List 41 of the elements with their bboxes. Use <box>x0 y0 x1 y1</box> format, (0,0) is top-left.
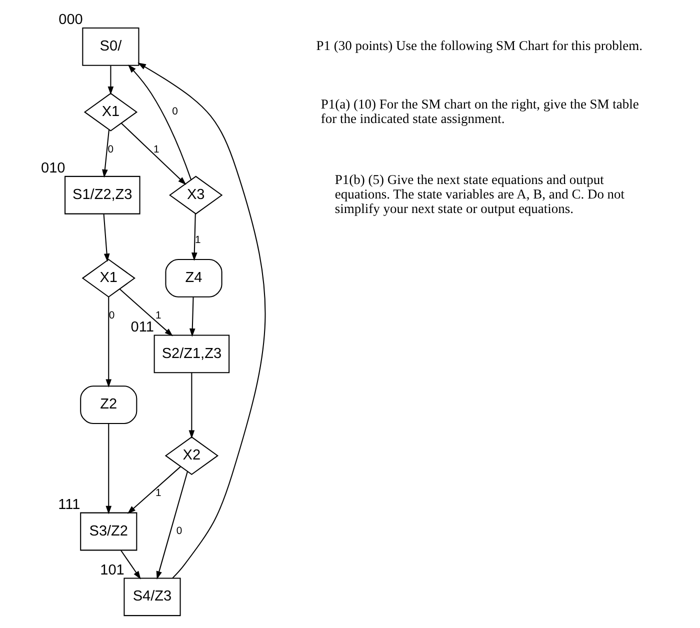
edge-label: 1 <box>156 488 162 500</box>
edge-label: 0 <box>172 106 178 118</box>
edge-label: 0 <box>108 144 114 156</box>
arrow <box>138 62 266 578</box>
label: P1(a) (10) For the SM chart on the right, give the SM table for the indicated state assignment. <box>320 96 639 126</box>
arrow <box>121 123 186 185</box>
arrow <box>106 424 112 514</box>
arrow <box>108 66 114 95</box>
label: P1 (30 points) Use the following SM Chart for this problem. <box>316 38 642 54</box>
node-diamond: X1 <box>84 92 138 132</box>
arrow <box>188 372 195 439</box>
node-box: Z2 <box>80 386 138 424</box>
label: P1(b) (5) Give the next state equations and output equations. The state variables are A, B, and C. Do not simplify your next state or output equations. <box>334 172 625 216</box>
arrow <box>127 466 181 514</box>
arrow <box>120 288 173 336</box>
arrow <box>103 214 110 262</box>
node-box: Z4 <box>165 258 222 298</box>
edge-label: 0 <box>176 526 182 538</box>
node-label: 010 <box>40 160 66 176</box>
arrow <box>120 550 141 580</box>
node-diamond: X2 <box>164 436 219 476</box>
node-label: 101 <box>100 562 124 578</box>
arrow <box>128 64 192 180</box>
node-box: S4/Z3 <box>124 578 181 616</box>
node-box: S2/Z1,Z3 <box>154 334 230 374</box>
edge-label: 0 <box>108 310 115 322</box>
arrow <box>156 471 188 580</box>
arrow <box>102 130 110 178</box>
edge-label: 1 <box>195 234 201 246</box>
node-box: S0/ <box>82 27 140 66</box>
node-label: 111 <box>58 496 80 513</box>
edge-label: 1 <box>156 310 162 322</box>
edge-label: 1 <box>153 144 160 156</box>
node-label: 000 <box>58 12 83 28</box>
node-label: 011 <box>130 319 154 336</box>
arrow <box>189 297 196 337</box>
node-box: S3/Z2 <box>80 512 138 551</box>
arrow <box>191 214 198 261</box>
node-diamond: X1 <box>82 258 136 298</box>
node-box: S1/Z2,Z3 <box>64 176 140 214</box>
arrow <box>106 297 112 388</box>
